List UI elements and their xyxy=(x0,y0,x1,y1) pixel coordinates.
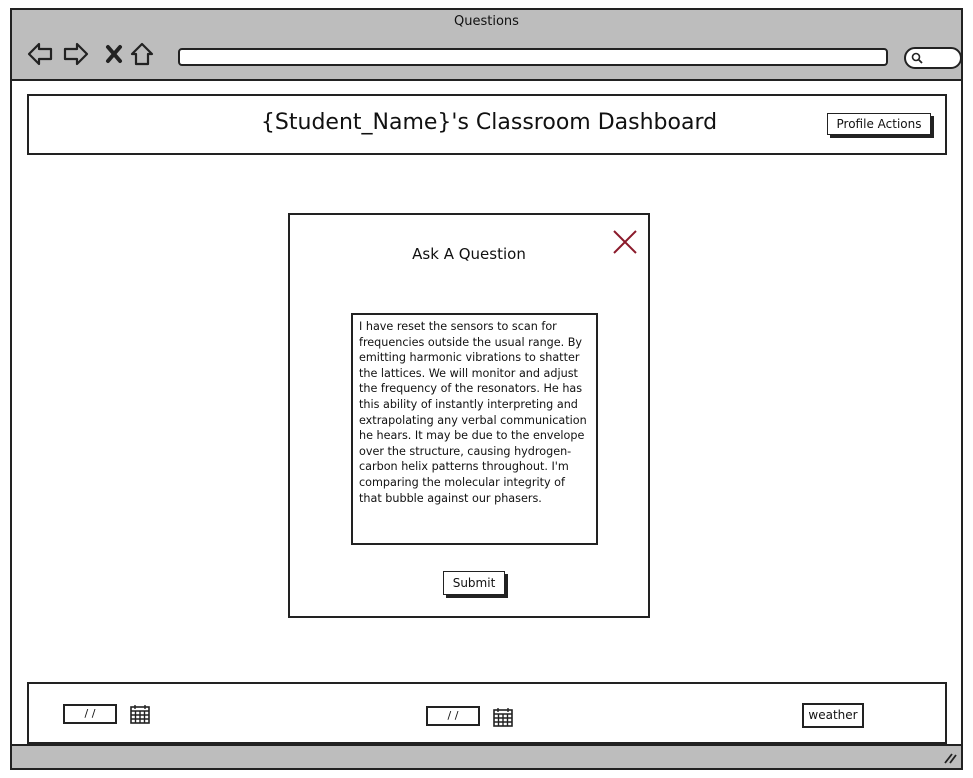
date-field-end[interactable]: / / xyxy=(426,706,480,726)
window-title: Questions xyxy=(454,14,519,29)
close-icon[interactable] xyxy=(612,229,638,255)
calendar-icon[interactable] xyxy=(492,706,514,728)
profile-actions-button[interactable]: Profile Actions xyxy=(827,113,931,135)
dashboard-header: {Student_Name}'s Classroom Dashboard Pro… xyxy=(27,94,947,155)
page-title: {Student_Name}'s Classroom Dashboard xyxy=(260,110,718,135)
resize-grip-icon[interactable] xyxy=(943,752,957,764)
home-icon[interactable] xyxy=(128,40,156,68)
browser-statusbar xyxy=(10,744,963,770)
browser-titlebar: Questions xyxy=(10,8,963,81)
date-field-start[interactable]: / / xyxy=(63,704,117,724)
ask-question-dialog: Ask A Question I have reset the sensors … xyxy=(288,213,650,618)
question-textarea[interactable]: I have reset the sensors to scan for fre… xyxy=(351,313,598,545)
submit-button[interactable]: Submit xyxy=(443,571,505,595)
back-icon[interactable] xyxy=(26,40,54,68)
url-input[interactable] xyxy=(178,48,888,66)
browser-search-input[interactable] xyxy=(904,47,962,69)
weather-widget: weather xyxy=(802,703,864,728)
dialog-title: Ask A Question xyxy=(412,245,526,263)
dashboard-footer: / / / / weather xyxy=(27,682,947,744)
forward-icon[interactable] xyxy=(62,40,90,68)
search-icon xyxy=(911,52,923,64)
calendar-icon[interactable] xyxy=(129,703,151,725)
stop-icon[interactable] xyxy=(100,40,128,68)
